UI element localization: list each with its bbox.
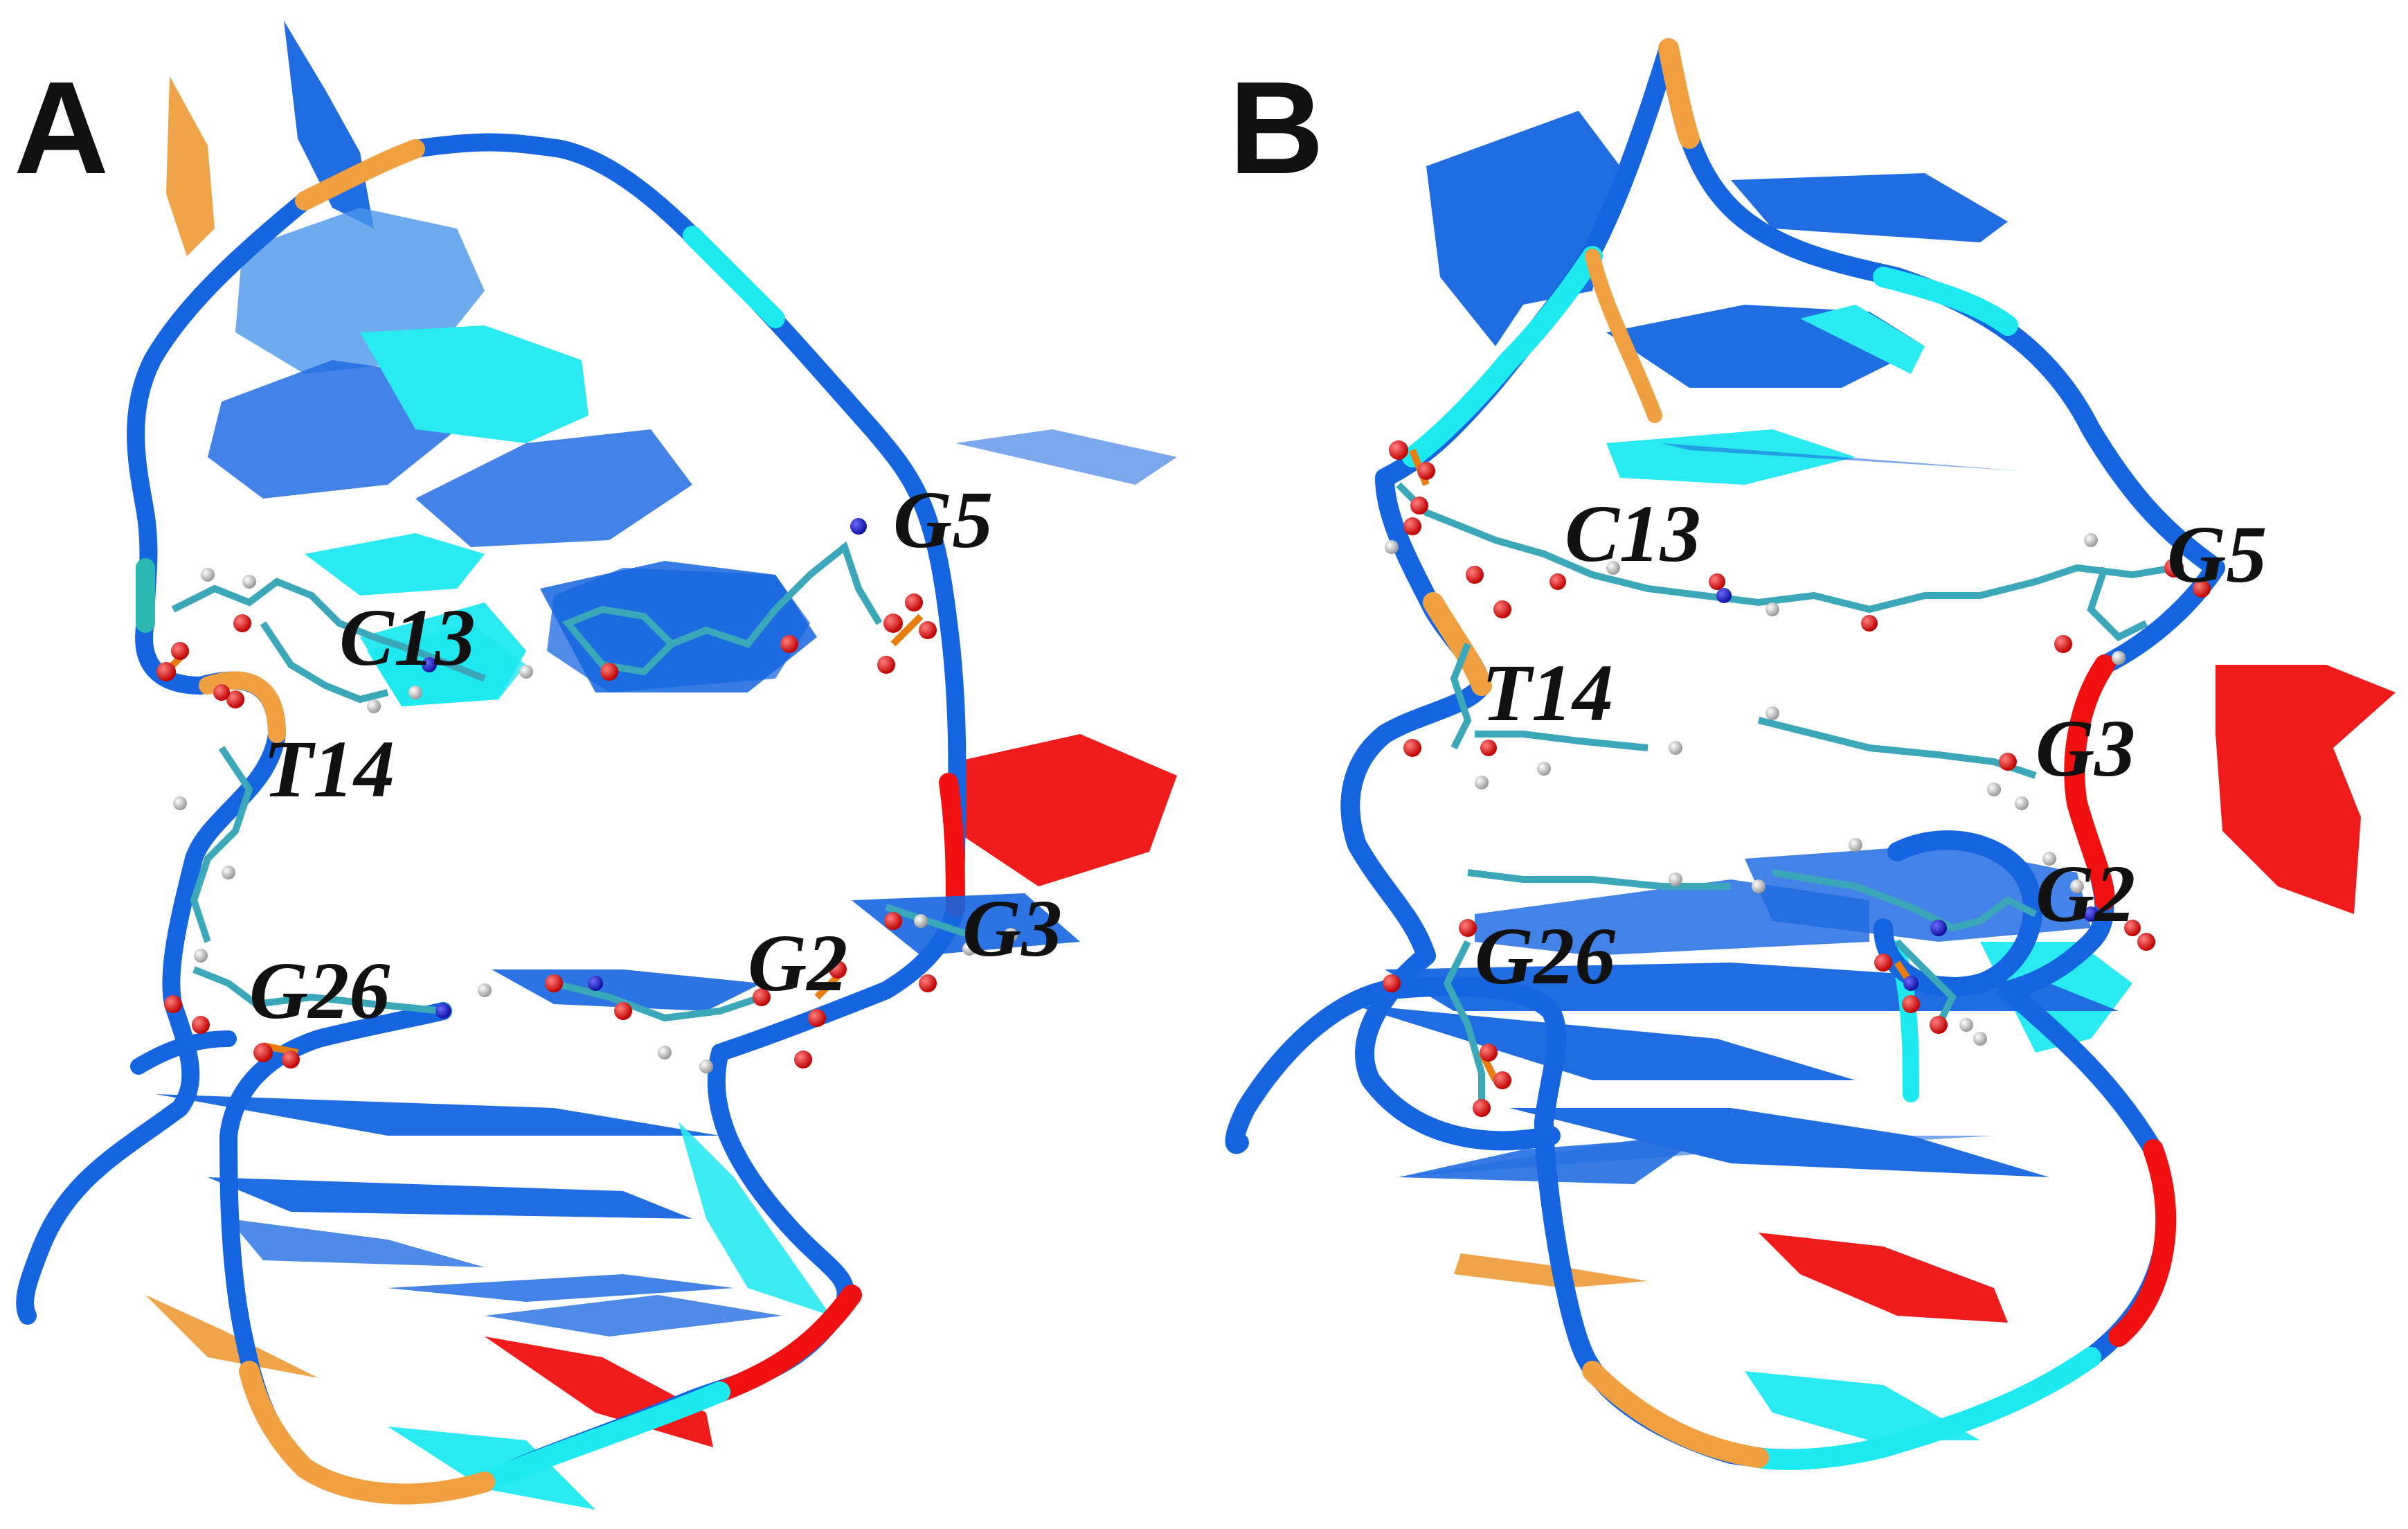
panel-b-residue-label: G5	[2167, 509, 2267, 600]
panel-a-residue-label: G3	[962, 883, 1062, 974]
panel-b-residue-label: G3	[2036, 703, 2135, 794]
panel-b-residue-label: T14	[1482, 647, 1613, 738]
panel-b-backbone	[1225, 38, 2225, 1470]
panel-b-residue-label: C13	[1565, 488, 1701, 579]
panel-b-letter: B	[1229, 55, 1324, 202]
panel-b-base-plates	[1350, 111, 2396, 1440]
panel-b-residue-label: G2	[2036, 848, 2135, 939]
panel-a-residue-label: G5	[893, 474, 993, 565]
panel-a-residue-label: G26	[249, 945, 390, 1036]
panel-a-residue-label: T14	[263, 724, 395, 814]
panel-b-residue-atoms	[1383, 440, 2211, 1117]
panel-a-backbone	[16, 133, 967, 1505]
panel-a-residue-label: C13	[339, 592, 476, 683]
panel-a: A G5 C13 T14 G26 G2 G3	[14, 21, 1177, 1510]
panel-a-letter: A	[14, 55, 109, 202]
panel-a-residue-atoms	[156, 518, 1018, 1073]
panel-b: B C13 G5 T14 G3 G2 G26	[1225, 38, 2396, 1470]
panel-b-residue-label: G26	[1475, 911, 1615, 1001]
panel-a-residue-label: G2	[748, 918, 847, 1008]
